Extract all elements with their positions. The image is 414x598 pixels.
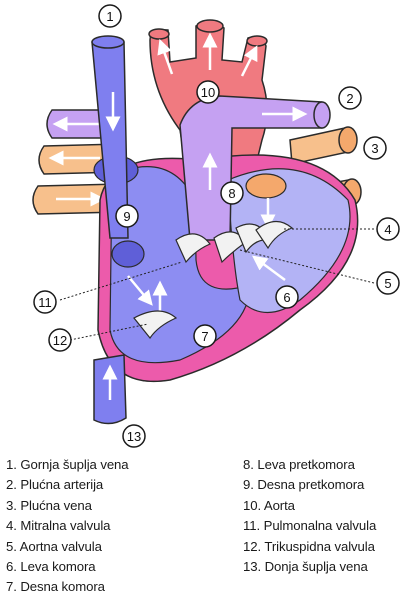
callout-5: 5 [377,272,399,294]
callout-3: 3 [364,137,386,159]
callout-label: 3 [371,141,378,156]
callout-1: 1 [99,5,121,27]
callout-label: 6 [283,290,290,305]
callout-label: 9 [123,209,130,224]
legend-item-12: 12. Trikuspidna valvula [243,537,376,557]
legend-item-7: 7. Desna komora [6,577,129,597]
legend-item-1: 1. Gornja šuplja vena [6,455,129,475]
callout-label: 5 [384,276,391,291]
legend-item-8: 8. Leva pretkomora [243,455,376,475]
legend-item-3: 3. Plućna vena [6,496,129,516]
legend-item-13: 13. Donja šuplja vena [243,557,376,577]
callout-label: 10 [201,85,215,100]
callout-10: 10 [197,81,219,103]
legend-item-11: 11. Pulmonalna valvula [243,516,376,536]
callout-13: 13 [123,425,145,447]
callout-7: 7 [194,325,216,347]
callout-label: 1 [106,9,113,24]
callout-2: 2 [339,87,361,109]
legend-item-6: 6. Leva komora [6,557,129,577]
legend-item-2: 2. Plućna arterija [6,475,129,495]
callout-4: 4 [377,218,399,240]
callout-label: 8 [228,186,235,201]
legend-item-10: 10. Aorta [243,496,376,516]
callout-label: 2 [346,91,353,106]
callout-6: 6 [276,286,298,308]
legend-item-4: 4. Mitralna valvula [6,516,129,536]
callout-9: 9 [116,205,138,227]
callout-label: 13 [127,429,141,444]
legend-left-column: 1. Gornja šuplja vena 2. Plućna arterija… [6,455,129,598]
callout-12: 12 [49,329,71,351]
legend-right-column: 8. Leva pretkomora 9. Desna pretkomora 1… [243,455,376,577]
callout-label: 4 [384,222,391,237]
callout-11: 11 [34,291,56,313]
legend-item-9: 9. Desna pretkomora [243,475,376,495]
legend-item-5: 5. Aortna valvula [6,537,129,557]
callout-label: 11 [38,295,52,310]
callout-label: 7 [201,329,208,344]
callout-8: 8 [221,182,243,204]
callout-label: 12 [53,333,67,348]
